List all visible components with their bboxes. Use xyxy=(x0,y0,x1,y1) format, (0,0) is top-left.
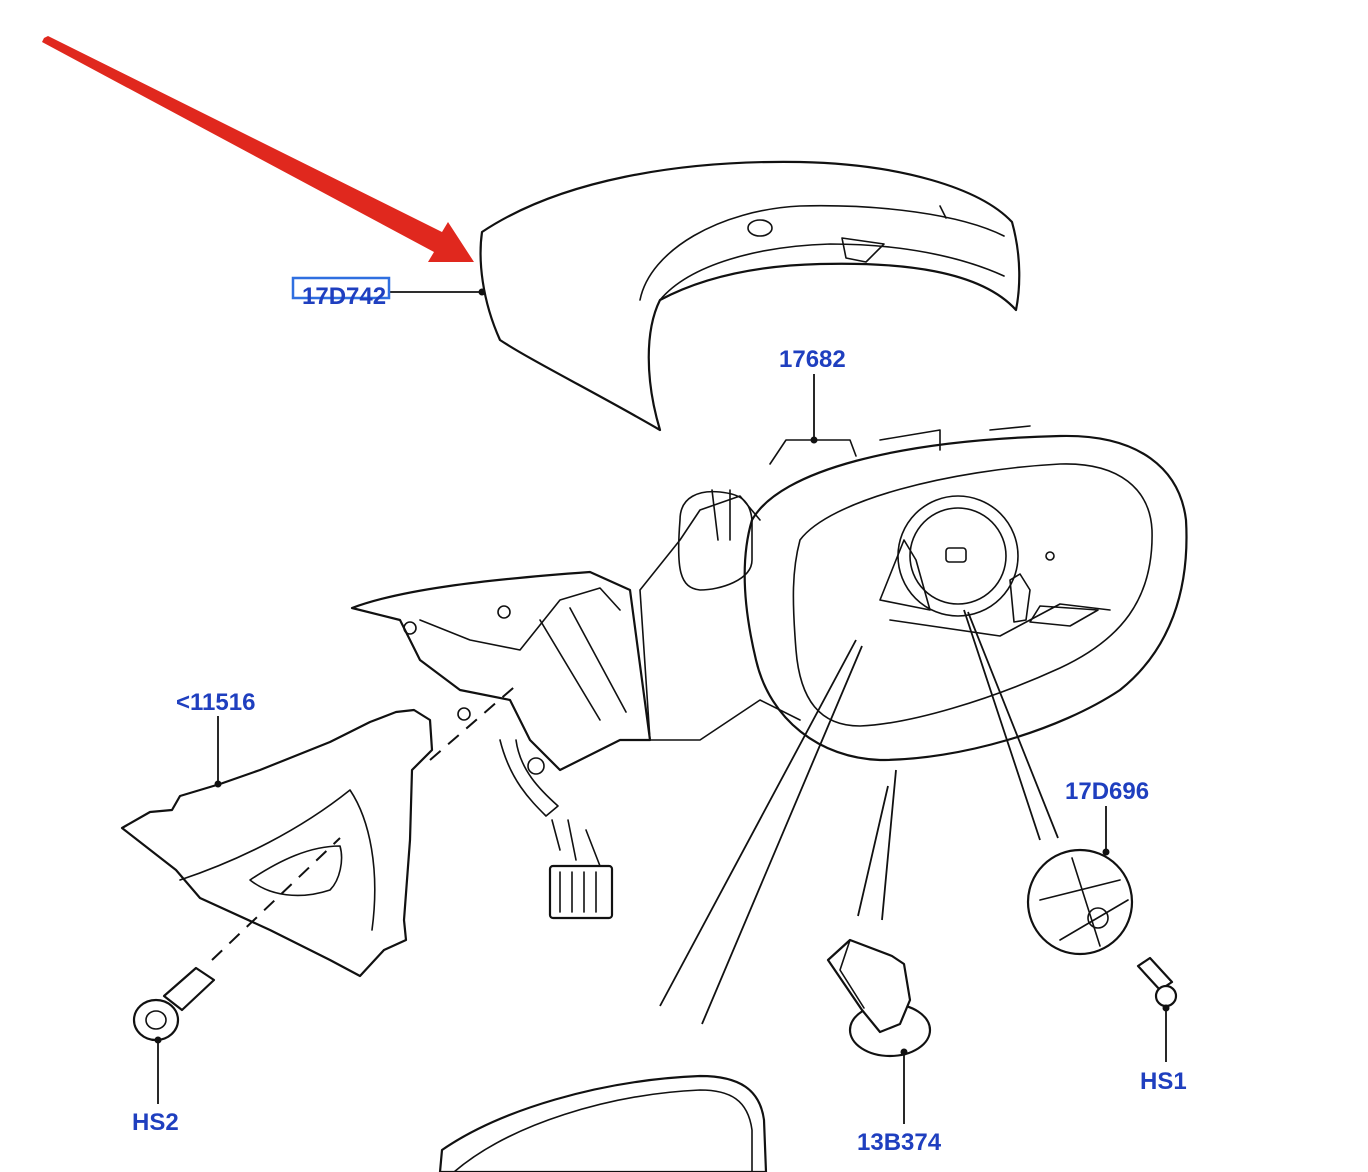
mirror-trim-cover xyxy=(120,708,434,978)
motor-17d696 xyxy=(1026,848,1178,1008)
callout-highlight-box xyxy=(291,276,391,300)
callout-17d742[interactable]: 17D742 xyxy=(302,283,386,310)
mirror-motor-module xyxy=(350,570,652,920)
callout-hs1[interactable]: HS1 xyxy=(1140,1068,1187,1095)
alignment-line-module xyxy=(429,681,521,761)
callout-11516[interactable]: <11516 xyxy=(176,689,255,716)
callout-hs2[interactable]: HS2 xyxy=(132,1109,179,1136)
clip-13b374 xyxy=(826,938,932,1058)
red-pointer-arrow xyxy=(42,36,474,262)
mirror-glass xyxy=(438,1074,768,1172)
callout-17d696[interactable]: 17D696 xyxy=(1065,778,1149,805)
callout-leaders xyxy=(154,288,1170,1124)
mirror-cap xyxy=(479,160,1021,432)
alignment-line-screw xyxy=(211,837,341,961)
callout-13b374[interactable]: 13B374 xyxy=(857,1129,942,1156)
callout-17682[interactable]: 17682 xyxy=(779,346,846,373)
screw-hs2 xyxy=(132,966,216,1042)
mirror-housing xyxy=(639,425,1188,762)
assembly-guide-lines xyxy=(659,609,1059,1025)
